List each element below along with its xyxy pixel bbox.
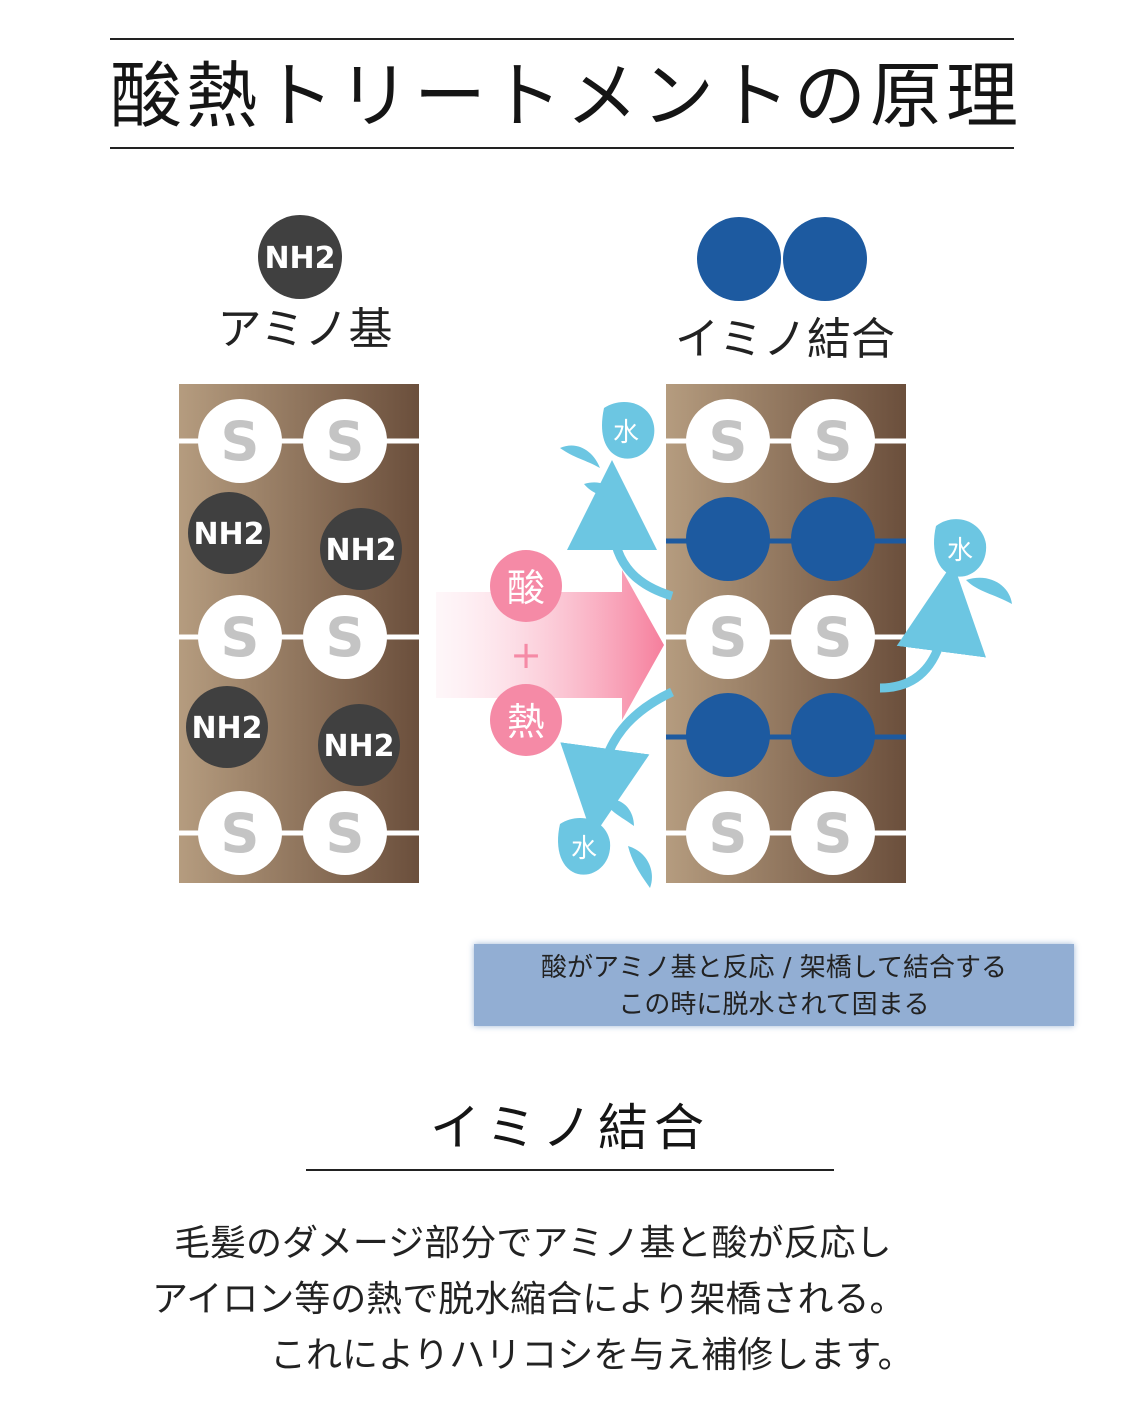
heat-badge bbox=[490, 684, 562, 756]
imino-bond-circle bbox=[686, 693, 770, 777]
water-droplet bbox=[966, 577, 1012, 604]
amino-legend-circle bbox=[258, 215, 342, 299]
amino-group-circle bbox=[186, 686, 268, 768]
title-rule-top bbox=[110, 38, 1014, 40]
sulfur-label: S bbox=[326, 802, 365, 865]
water-label-bottom: 水 bbox=[571, 834, 597, 864]
sulfur-label: S bbox=[814, 410, 853, 473]
sulfur-label: S bbox=[326, 606, 365, 669]
sulfur-label: S bbox=[709, 606, 748, 669]
water-splash-top: 水 bbox=[560, 402, 655, 504]
sulfur-label: S bbox=[221, 802, 260, 865]
amino-group-label: NH2 bbox=[323, 729, 394, 764]
water-label-top: 水 bbox=[613, 418, 639, 448]
imino-bond-name: イミノ結合 bbox=[675, 314, 895, 365]
sulfur-atom bbox=[303, 399, 387, 483]
body-line-1: 毛髪のダメージ部分でアミノ基と酸が反応し bbox=[174, 1223, 892, 1264]
water-arrow-lower-left bbox=[560, 687, 674, 838]
sulfur-atom bbox=[791, 595, 875, 679]
caption-line-2: この時に脱水されて固まる bbox=[618, 990, 930, 1020]
imino-bond-circle bbox=[791, 693, 875, 777]
right-hair-strand: S S S S S S bbox=[666, 384, 906, 883]
body-line-2: アイロン等の熱で脱水縮合により架橋される。 bbox=[152, 1279, 906, 1320]
caption-line-1: 酸がアミノ基と反応 / 架橋して結合する bbox=[541, 953, 1007, 983]
amino-legend-label: NH2 bbox=[264, 241, 335, 276]
sulfur-label: S bbox=[326, 410, 365, 473]
sulfur-atom bbox=[791, 399, 875, 483]
amino-group-legend: NH2 bbox=[258, 215, 342, 299]
water-label-right: 水 bbox=[947, 536, 973, 566]
water-drop bbox=[934, 519, 987, 577]
body-line-3: これによりハリコシを与え補修します。 bbox=[270, 1335, 914, 1376]
sulfur-atom bbox=[198, 791, 282, 875]
acid-badge bbox=[490, 550, 562, 622]
imino-legend-circle-left bbox=[697, 217, 781, 301]
imino-bond-circle bbox=[686, 497, 770, 581]
sulfur-atom bbox=[686, 399, 770, 483]
sulfur-atom bbox=[686, 791, 770, 875]
amino-group-label: NH2 bbox=[193, 517, 264, 552]
water-release: 水 水 水 bbox=[558, 402, 1012, 888]
title-rule-bottom bbox=[110, 147, 1014, 149]
amino-group-label: NH2 bbox=[191, 711, 262, 746]
acid-label: 酸 bbox=[507, 566, 545, 610]
water-arrow-upper-left bbox=[567, 460, 674, 601]
water-drop bbox=[558, 818, 611, 875]
amino-group-circle bbox=[320, 508, 402, 590]
plus-label: + bbox=[510, 633, 542, 677]
sulfur-atom bbox=[303, 791, 387, 875]
process-arrow-shape bbox=[436, 570, 664, 720]
heat-label: 熱 bbox=[507, 700, 545, 744]
water-splash-right: 水 bbox=[934, 519, 1012, 604]
section-body: 毛髪のダメージ部分でアミノ基と酸が反応し アイロン等の熱で脱水縮合により架橋され… bbox=[110, 1216, 1014, 1384]
page-title: 酸熱トリートメントの原理 bbox=[110, 54, 1023, 138]
amino-group-circle bbox=[188, 492, 270, 574]
process-arrow: 酸 + 熱 bbox=[436, 550, 664, 756]
sulfur-atom bbox=[791, 791, 875, 875]
amino-group-label: NH2 bbox=[325, 533, 396, 568]
caption-box: 酸がアミノ基と反応 / 架橋して結合する この時に脱水されて固まる bbox=[474, 944, 1074, 1026]
sulfur-atom bbox=[198, 399, 282, 483]
section-title-rule bbox=[306, 1169, 834, 1171]
sulfur-label: S bbox=[814, 802, 853, 865]
sulfur-label: S bbox=[709, 410, 748, 473]
water-droplet bbox=[628, 846, 652, 888]
water-droplet bbox=[560, 445, 600, 468]
amino-group-circle bbox=[318, 704, 400, 786]
sulfur-atom bbox=[303, 595, 387, 679]
water-droplet bbox=[584, 482, 620, 504]
sulfur-atom bbox=[686, 595, 770, 679]
imino-bond-legend bbox=[697, 217, 867, 301]
sulfur-label: S bbox=[221, 606, 260, 669]
water-droplet bbox=[604, 799, 634, 826]
amino-group-name: アミノ基 bbox=[217, 304, 393, 355]
water-splash-bottom: 水 bbox=[558, 799, 652, 888]
sulfur-label: S bbox=[221, 410, 260, 473]
imino-legend-circle-right bbox=[783, 217, 867, 301]
sulfur-label: S bbox=[814, 606, 853, 669]
section-title: イミノ結合 bbox=[430, 1099, 710, 1157]
imino-bond-circle bbox=[791, 497, 875, 581]
water-drop bbox=[602, 402, 655, 459]
sulfur-atom bbox=[198, 595, 282, 679]
water-arrow-right bbox=[879, 562, 986, 693]
sulfur-label: S bbox=[709, 802, 748, 865]
